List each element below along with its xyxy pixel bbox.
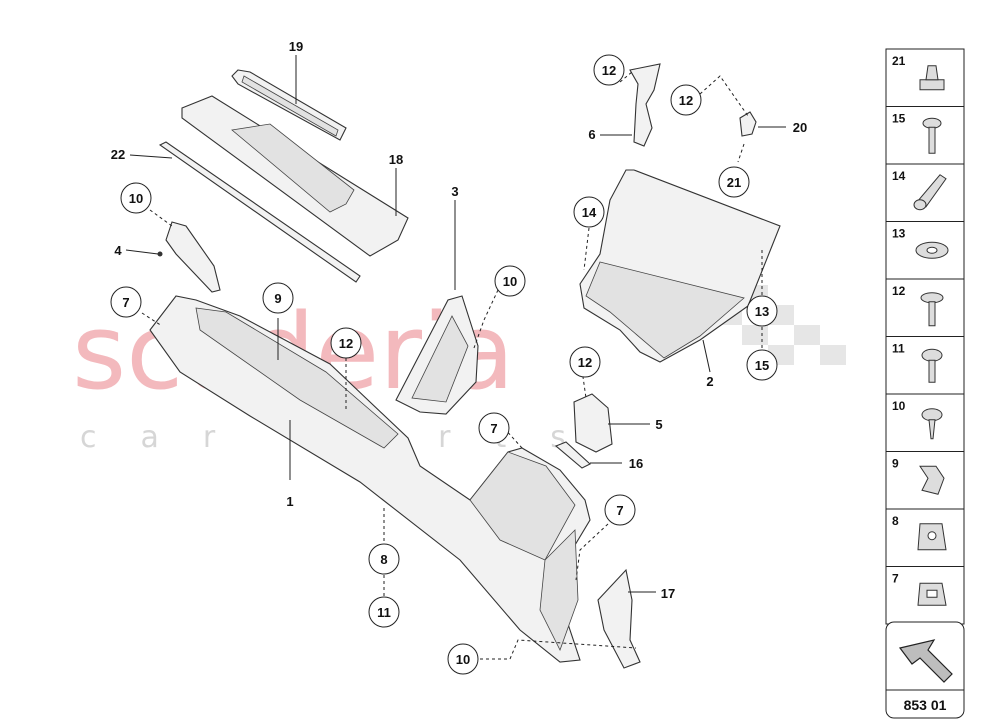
callout-12-b: 12 (602, 63, 616, 78)
callout-12-c: 12 (679, 93, 693, 108)
callout-8: 8 (380, 552, 387, 567)
callout-4: 4 (114, 243, 122, 258)
part-5-bracket (573, 393, 613, 453)
callout-9: 9 (274, 291, 281, 306)
callout-2: 2 (706, 374, 713, 389)
part-4-bracket (157, 221, 221, 293)
page-code: 853 01 (904, 697, 947, 713)
legend-item: 8 (886, 508, 964, 551)
flat-clip-icon (917, 582, 947, 606)
push-rivet-icon (921, 408, 943, 440)
part-19-cover (231, 69, 347, 141)
callout-18: 18 (389, 152, 403, 167)
screw-icon (922, 117, 942, 154)
callout-7-c: 7 (616, 503, 623, 518)
legend-item: 11 (886, 336, 964, 383)
flange-screw-icon (920, 292, 944, 327)
legend-item: 21 (892, 54, 945, 91)
legend-item: 9 (886, 451, 964, 495)
part-1-main-panel (149, 295, 591, 663)
callout-20: 20 (793, 120, 807, 135)
callout-10-c: 10 (456, 652, 470, 667)
callout-15: 15 (755, 358, 769, 373)
legend-number: 12 (892, 284, 906, 298)
callout-22: 22 (111, 147, 125, 162)
part-6-bracket (629, 63, 661, 147)
rivet-icon (921, 348, 943, 383)
leader-lines (125, 55, 786, 660)
legend-number: 9 (892, 457, 899, 471)
callout-1: 1 (286, 494, 293, 509)
callout-7-b: 7 (490, 421, 497, 436)
legend-number: 14 (892, 169, 906, 183)
legend-item: 10 (886, 393, 964, 440)
callout-19: 19 (289, 39, 303, 54)
callout-13: 13 (755, 304, 769, 319)
legend-number: 13 (892, 227, 906, 241)
legend-item: 15 (886, 106, 964, 154)
callout-12-a: 12 (339, 336, 353, 351)
arrow-icon (898, 639, 953, 683)
legend-item: 7 (886, 566, 964, 606)
callout-17: 17 (661, 586, 675, 601)
legend-number: 15 (892, 112, 906, 126)
washer-icon (915, 241, 949, 259)
callout-10-b: 10 (503, 274, 517, 289)
speed-nut-icon (917, 523, 947, 551)
callouts: 19 22 18 10 4 3 7 9 12 10 1 8 11 12 6 12… (110, 39, 807, 675)
page-nav-box[interactable]: 853 01 (885, 621, 965, 719)
part-22-strip (158, 141, 361, 283)
callout-16: 16 (629, 456, 643, 471)
callout-11: 11 (377, 605, 391, 620)
legend-number: 7 (892, 572, 899, 586)
part-17-end-cap (597, 568, 641, 669)
legend-item: 14 (886, 163, 964, 211)
long-screw-icon (913, 174, 947, 211)
clip-icon (919, 465, 945, 495)
part-3-bracket (395, 295, 479, 415)
part-2-tunnel (579, 169, 781, 363)
callout-7-a: 7 (122, 295, 129, 310)
clip-nut-icon (919, 65, 945, 91)
callout-5: 5 (655, 417, 662, 432)
part-16-plate (554, 441, 591, 469)
legend-number: 8 (892, 514, 899, 528)
callout-21: 21 (727, 175, 741, 190)
callout-10-a: 10 (129, 191, 143, 206)
legend-number: 21 (892, 54, 906, 68)
fastener-legend: 21 15 14 13 12 11 10 9 8 7 (885, 48, 965, 625)
legend-item: 12 (886, 278, 964, 327)
legend-number: 11 (892, 342, 905, 356)
callout-6: 6 (588, 127, 595, 142)
callout-14: 14 (582, 205, 597, 220)
callout-3: 3 (451, 184, 458, 199)
legend-item: 13 (886, 221, 964, 259)
callout-12-d: 12 (578, 355, 592, 370)
part-18-sill-trim (181, 95, 409, 257)
part-20-clip (739, 111, 757, 137)
legend-number: 10 (892, 399, 906, 413)
